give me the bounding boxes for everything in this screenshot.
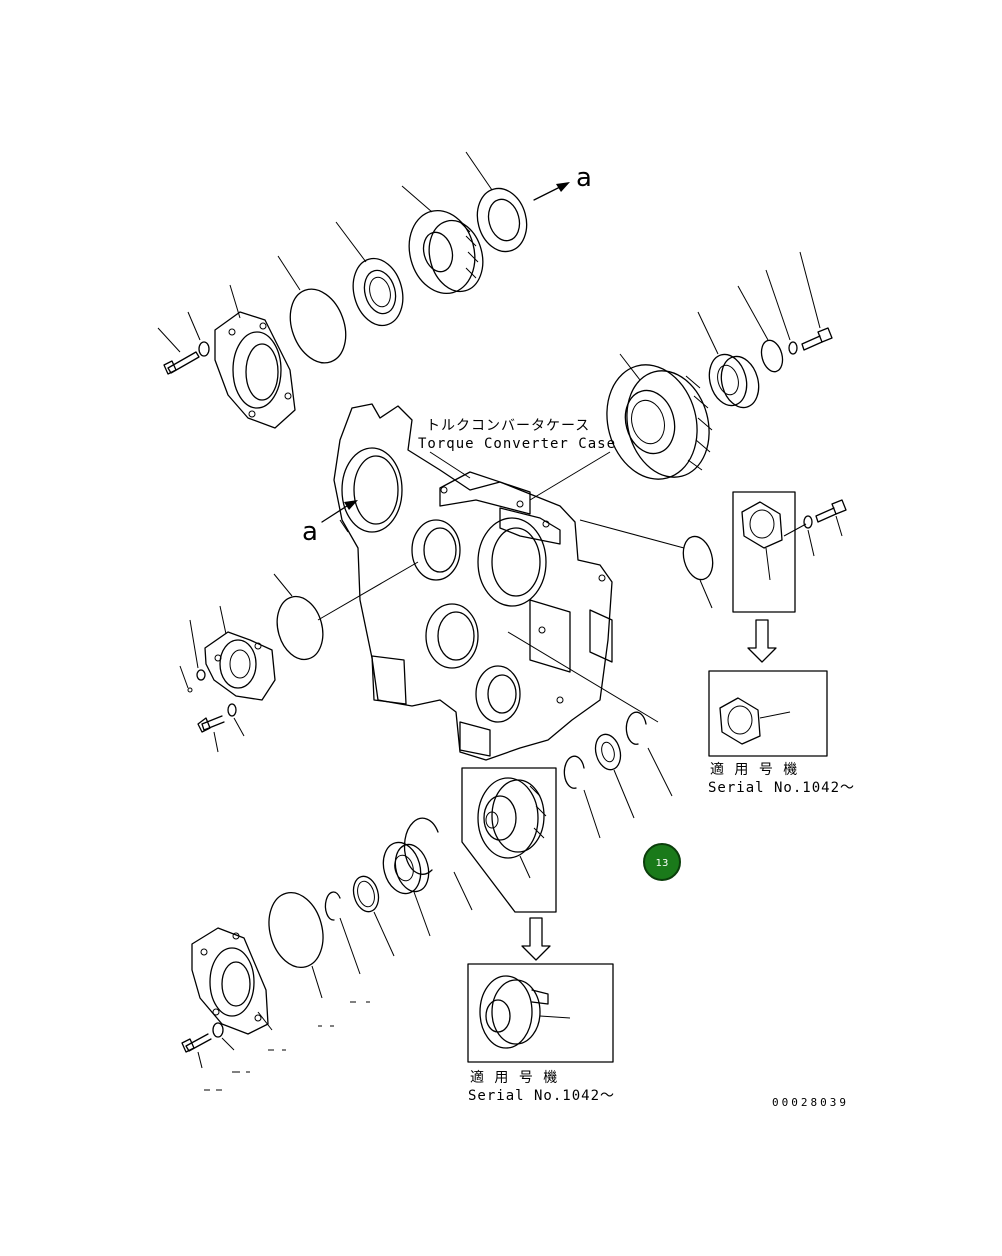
faint-dashes [204, 1001, 370, 1091]
serial-right-jp: 適 用 号 機 [710, 761, 798, 778]
serial-bottom-jp: 適 用 号 機 [470, 1069, 558, 1086]
large-gear-right [606, 353, 713, 480]
small-cover-right [741, 501, 783, 581]
case-label-en: Torque Converter Case [418, 436, 616, 452]
snap-ring-a [563, 755, 601, 839]
top-washer [187, 311, 210, 357]
small-bearing [594, 733, 635, 819]
top-o-ring [277, 255, 347, 364]
output-gear [477, 777, 547, 879]
bolt-right-box [815, 499, 847, 537]
left-housing [204, 605, 276, 701]
top-bolt [157, 327, 200, 375]
output-gear-variant [479, 975, 571, 1049]
case-leader [429, 451, 471, 479]
arrow-to-a [533, 182, 570, 201]
small-cover-variant [719, 697, 791, 745]
washer-right-box [803, 515, 815, 557]
lower-snap-ring-2 [324, 891, 361, 975]
top-cover-plate [214, 284, 296, 429]
callout-circle[interactable] [643, 843, 681, 881]
top-bearing [335, 221, 404, 327]
lower-bearing [382, 841, 431, 937]
snap-ring-b [507, 631, 673, 797]
left-o-ring [273, 561, 419, 661]
torque-converter-case [333, 403, 613, 761]
right-cap [737, 285, 784, 373]
down-arrow-bottom [521, 917, 551, 961]
arrow-a-case [321, 500, 358, 523]
serial-bottom-en: Serial No.1042～ [468, 1088, 615, 1104]
left-bolt-small [179, 619, 206, 693]
down-arrow-right [747, 619, 777, 663]
right-washer [765, 269, 798, 355]
o-ring-right [579, 519, 714, 609]
callout-badge-13[interactable]: 13 [643, 843, 681, 881]
callout-number[interactable]: 13 [656, 858, 669, 869]
lower-spacer [352, 875, 395, 957]
right-bolt [799, 251, 833, 351]
drawing-number: 00028039 [772, 1096, 849, 1109]
case-leader-right [529, 451, 611, 501]
ref-label-a-top: a [576, 163, 592, 193]
lower-o-ring [268, 892, 324, 999]
case-label-jp: トルクコンバータケース [426, 418, 590, 434]
top-gear [401, 185, 484, 295]
lower-cover [191, 927, 273, 1035]
left-bolt-lower [197, 703, 245, 753]
variant-box-right [732, 491, 796, 613]
top-bearing-right [465, 151, 528, 253]
lower-bolt [181, 1022, 235, 1069]
variant-box-right-lower [708, 670, 828, 757]
right-bearing [697, 311, 760, 409]
lower-center-box [461, 767, 557, 913]
variant-box-bottom [467, 963, 614, 1063]
ref-label-a-case: a [302, 517, 318, 547]
serial-right-en: Serial No.1042～ [708, 780, 855, 796]
